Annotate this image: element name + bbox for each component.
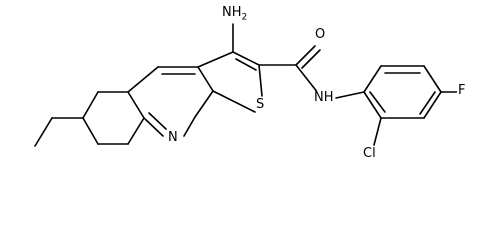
bond <box>194 90 214 118</box>
bond <box>197 66 214 92</box>
bond-skeleton <box>34 23 459 147</box>
bond <box>295 64 319 94</box>
bond <box>419 91 436 115</box>
bond <box>423 65 442 93</box>
bond <box>363 65 382 93</box>
bond <box>369 91 386 113</box>
bond <box>148 112 167 130</box>
bond <box>258 64 263 97</box>
bond <box>335 91 365 99</box>
fluorine-label: F <box>457 83 467 98</box>
bond <box>82 117 99 145</box>
bond <box>423 91 442 119</box>
bond <box>235 58 257 71</box>
bond <box>34 117 53 147</box>
bond <box>373 117 382 146</box>
bond <box>363 91 382 119</box>
bond <box>295 45 316 66</box>
chlorine-label: Cl <box>362 146 377 161</box>
molecule-structure: NH2 O NH S N Cl F <box>34 5 467 161</box>
bond <box>127 91 145 119</box>
bond <box>197 51 234 68</box>
bond <box>232 51 260 66</box>
amino-label: NH2 <box>221 5 249 23</box>
bond <box>183 116 196 137</box>
sulfur-label: S <box>255 97 266 112</box>
amide-nh-label: NH <box>313 90 335 105</box>
oxygen-label: O <box>314 27 327 42</box>
bond <box>301 49 321 69</box>
bond <box>143 117 164 137</box>
nitrogen-label: N <box>167 130 179 145</box>
bond <box>127 117 145 145</box>
bond <box>212 90 256 113</box>
bond <box>82 91 99 119</box>
bond <box>127 66 159 93</box>
